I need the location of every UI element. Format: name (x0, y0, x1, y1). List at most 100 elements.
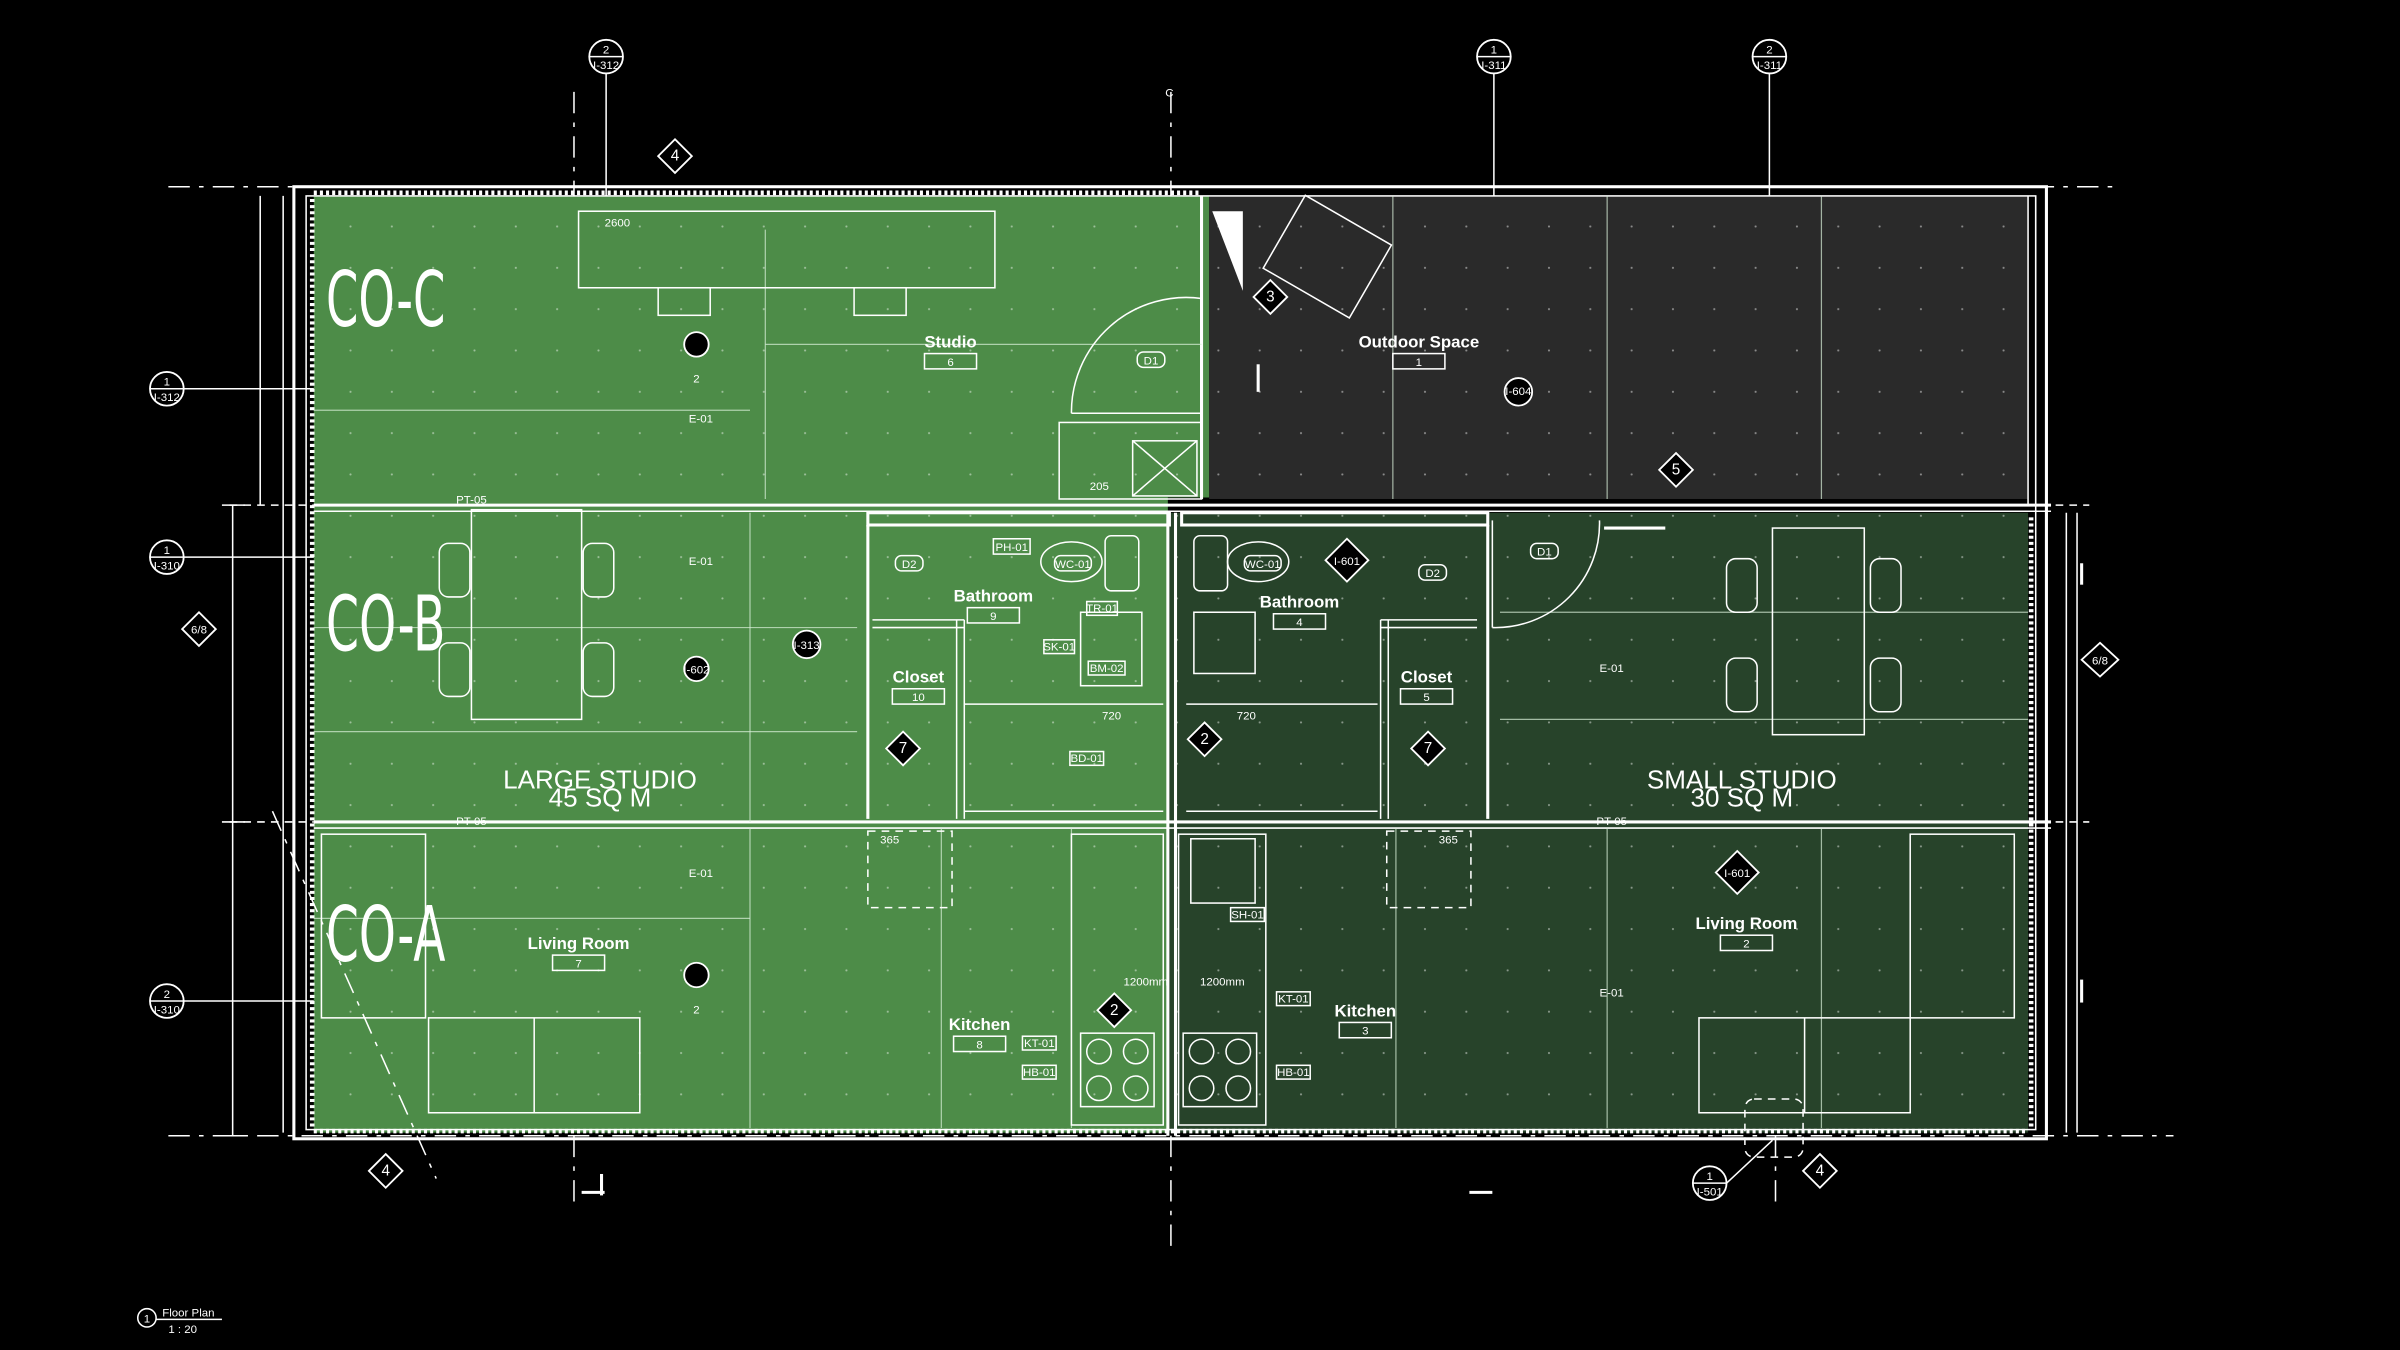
grid-tag-7-left: 7 (899, 740, 908, 757)
tag-dim-right: 1200mm (1200, 977, 1245, 989)
grid-lines (168, 91, 2174, 1256)
tag-pt05-mid: PT-05 (456, 816, 487, 828)
title-block-scale: 1 : 20 (168, 1324, 197, 1336)
tag-pt05-top: PT-05 (456, 495, 487, 507)
tag-door-d2: D2 (902, 559, 917, 571)
tag-door-d1: D1 (1144, 355, 1159, 367)
grid-tag-4-top: 4 (671, 148, 680, 165)
tag-bm: BM-02 (1090, 663, 1124, 675)
grid-tag-4-bottom-left: 4 (381, 1163, 390, 1180)
tag-wc-right: WC-01 (1245, 559, 1281, 571)
room-name-bathroom-4: Bathroom (1260, 593, 1339, 612)
unit-labels: CO-C CO-B CO-A (326, 256, 445, 980)
room-num-outdoor: 1 (1416, 357, 1422, 369)
section-left-mid-num: 1 (164, 545, 170, 557)
section-left-bot-sheet: I-310 (154, 1004, 180, 1016)
room-name-studio: Studio (924, 332, 976, 351)
section-top-right-sheet: I-311 (1757, 60, 1782, 72)
room-name-living-2: Living Room (1695, 914, 1797, 933)
tag-e01-cob: E-01 (689, 556, 713, 568)
small-studio-area: 30 SQ M (1691, 783, 1794, 813)
section-bottom-sheet: I-501 (1697, 1186, 1723, 1198)
tag-door-d1-b: D1 (1537, 547, 1552, 559)
section-markers: 2 I-312 1 I-311 2 I-311 1 I-312 1 I-310 … (149, 38, 1788, 1201)
tag-hb-left: HB-01 (1023, 1067, 1056, 1079)
grid-tag-5: 5 (1672, 461, 1681, 478)
room-num-living-7: 7 (575, 958, 581, 970)
dim-2600: 2600 (605, 218, 631, 230)
section-top-mid-num: 1 (1491, 45, 1497, 57)
tag-wc-left: WC-01 (1055, 559, 1091, 571)
room-num-kitchen-8: 8 (976, 1039, 982, 1051)
studio-labels: LARGE STUDIO 45 SQ M SMALL STUDIO 30 SQ … (503, 764, 1837, 812)
elev-i601: I-601 (1334, 556, 1360, 568)
tag-sk: SK-01 (1043, 642, 1075, 654)
fixture-tags: D1 D1 D2 D2 WC-01 WC-01 PH-01 TR-01 SK-0… (456, 218, 1627, 1080)
tag-e01-living: E-01 (1599, 987, 1623, 999)
elev-coa-num: 2 (693, 1004, 699, 1016)
grid-tag-68-left: 6/8 (191, 625, 207, 637)
grid-tag-68-right: 6/8 (2092, 655, 2108, 667)
dot-grid (313, 195, 2029, 1133)
title-block: 1 Floor Plan 1 : 20 (136, 1307, 222, 1336)
room-num-bathroom-9: 9 (990, 611, 996, 623)
room-num-bathroom-4: 4 (1296, 617, 1303, 629)
elev-studio-num: 2 (693, 374, 699, 386)
walls (292, 185, 2052, 1141)
room-num-closet-10: 10 (912, 692, 925, 704)
elev-i313: I-313 (794, 640, 820, 652)
large-studio-name: LARGE STUDIO (503, 764, 697, 794)
tag-hb-right: HB-01 (1277, 1067, 1310, 1079)
room-num-studio: 6 (947, 357, 953, 369)
grid-tag-4-bottom-right: 4 (1816, 1163, 1825, 1180)
tag-e01-coa: E-01 (689, 868, 713, 880)
small-studio-name: SMALL STUDIO (1647, 764, 1837, 794)
section-bottom-num: 1 (1706, 1171, 1712, 1183)
section-top-right-num: 2 (1766, 45, 1772, 57)
furniture (320, 194, 2084, 1196)
elev-i604: I-604 (1505, 386, 1532, 398)
room-num-closet-5: 5 (1423, 692, 1429, 704)
section-left-top-sheet: I-312 (154, 392, 180, 404)
color-zones (313, 195, 2029, 1133)
tag-bd: BD-01 (1070, 753, 1103, 765)
tag-sh: SH-01 (1231, 909, 1264, 921)
grid-tag-2-center: 2 (1200, 731, 1209, 748)
tag-e01-studio: E-01 (689, 413, 713, 425)
tag-kt-right: KT-01 (1278, 994, 1309, 1006)
unit-label-co-c: CO-C (326, 256, 445, 345)
title-block-number: 1 (144, 1313, 150, 1325)
tag-e01-small: E-01 (1599, 663, 1623, 675)
dim-205: 205 (1090, 481, 1109, 493)
grid-tag-7-right: 7 (1424, 740, 1433, 757)
room-num-kitchen-3: 3 (1362, 1026, 1368, 1038)
dim-365-left: 365 (880, 834, 899, 846)
unit-label-co-a: CO-A (326, 891, 445, 980)
elev-cob-sheet: I-602 (683, 664, 709, 676)
room-num-living-2: 2 (1743, 938, 1749, 950)
dimension-lines (221, 195, 2078, 1137)
room-name-closet-10: Closet (893, 668, 945, 687)
dim-365-right: 365 (1439, 834, 1458, 846)
tag-door-d2-b: D2 (1425, 568, 1440, 580)
section-top-left-sheet: I-312 (593, 60, 619, 72)
room-tags: Studio 6 Outdoor Space 1 Bathroom 9 Bath… (528, 332, 1797, 1053)
centerline-mark: C (1165, 87, 1173, 99)
grid-tag-2-kitchen: 2 (1110, 1002, 1119, 1019)
room-name-outdoor: Outdoor Space (1359, 332, 1480, 351)
room-name-kitchen-8: Kitchen (949, 1015, 1011, 1034)
dim-720-right: 720 (1237, 710, 1256, 722)
section-top-left-num: 2 (603, 45, 609, 57)
elev-i601-b: I-601 (1724, 868, 1750, 880)
tag-dim-left: 1200mm (1123, 977, 1168, 989)
tag-kt-left: KT-01 (1024, 1038, 1055, 1050)
large-studio-area: 45 SQ M (549, 783, 652, 813)
room-name-kitchen-3: Kitchen (1334, 1001, 1396, 1020)
section-top-mid-sheet: I-311 (1481, 60, 1506, 72)
section-left-bot-num: 2 (164, 989, 170, 1001)
room-name-living-7: Living Room (528, 934, 630, 953)
title-block-title: Floor Plan (162, 1307, 214, 1319)
grid-tag-3: 3 (1266, 289, 1275, 306)
tag-pt05-right: PT-05 (1596, 816, 1627, 828)
room-name-closet-5: Closet (1401, 668, 1453, 687)
